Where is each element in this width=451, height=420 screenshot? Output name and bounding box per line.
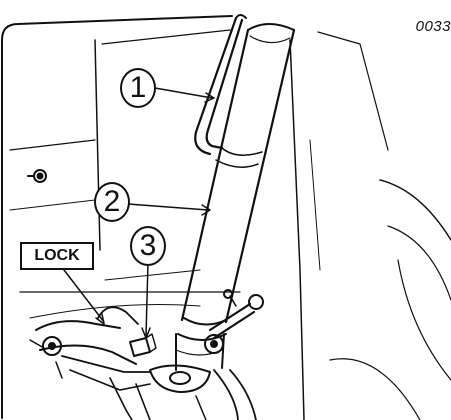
panel-line-h2	[9, 199, 96, 211]
stay-cylinder	[175, 23, 296, 371]
leader-arrow-lock	[95, 313, 105, 325]
cab-panel-edge	[317, 31, 389, 151]
lower-linkage	[195, 369, 257, 420]
cab-panel-mid	[309, 139, 321, 271]
lock-label: LOCK	[20, 242, 94, 270]
pivot-plate	[149, 364, 211, 393]
floor-line-2	[29, 304, 201, 319]
frame-border	[1, 15, 233, 419]
cab-seat-curve	[379, 179, 451, 241]
cab-panel-right	[289, 39, 305, 420]
cab-seat-curve-2	[387, 225, 451, 301]
callout-1: 1	[120, 68, 156, 108]
leader-arrow-3	[141, 327, 151, 339]
cab-lower-curve	[329, 358, 421, 420]
cab-panel-left	[94, 39, 101, 251]
side-handle	[204, 289, 264, 354]
cab-seat-curve-3	[397, 259, 451, 381]
panel-line-h	[9, 139, 96, 151]
callout-3: 3	[130, 226, 166, 266]
callout-2: 2	[94, 182, 130, 222]
lock-lever	[29, 306, 151, 420]
lock-pin-block	[129, 333, 157, 357]
upper-support-rod	[194, 14, 247, 156]
cab-panel-top	[101, 29, 231, 45]
leader-line-3	[145, 261, 149, 337]
leader-arrow-1	[204, 92, 215, 103]
figure-code: 0033	[415, 18, 451, 35]
leader-line-lock	[63, 269, 105, 323]
leader-arrow-2	[201, 204, 211, 216]
leader-line-2	[127, 203, 209, 211]
panel-line-h3	[104, 269, 201, 281]
panel-bolt	[27, 169, 47, 183]
leader-line-1	[154, 87, 213, 99]
